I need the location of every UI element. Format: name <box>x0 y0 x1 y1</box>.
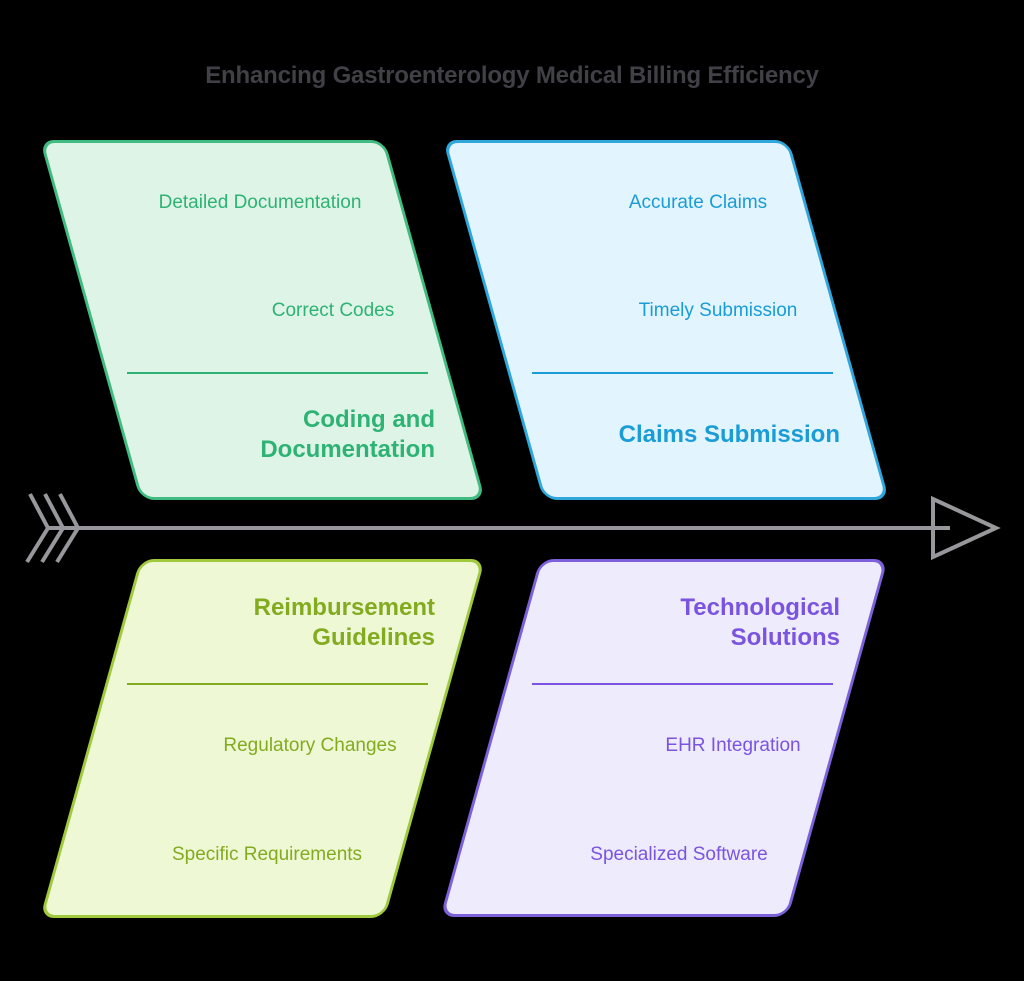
factor-label: Specialized Software <box>590 844 768 865</box>
panel-heading: Coding and Documentation <box>260 405 435 465</box>
panel-heading-line: Technological <box>680 594 840 621</box>
factor-label: Accurate Claims <box>628 192 768 213</box>
factor-label: Detailed Documentation <box>158 192 362 213</box>
factor-label: Specific Requirements <box>171 844 363 865</box>
panel-heading-line: Claims Submission <box>618 421 840 448</box>
panel-divider <box>532 372 833 374</box>
factor-label: EHR Integration <box>665 735 801 756</box>
factor-label: Regulatory Changes <box>223 735 397 756</box>
panel-heading-line: Solutions <box>730 624 840 651</box>
factor-label: Correct Codes <box>271 300 395 321</box>
panel-divider <box>127 372 428 374</box>
arrow-head <box>931 495 1001 561</box>
panel-heading-line: Guidelines <box>312 624 435 651</box>
panel-heading: Reimbursement Guidelines <box>254 593 435 653</box>
diagram-title: Enhancing Gastroenterology Medical Billi… <box>205 62 819 89</box>
panel-divider <box>532 683 833 685</box>
factor-label: Timely Submission <box>638 300 798 321</box>
panel-heading: Technological Solutions <box>680 593 840 653</box>
panel-divider <box>127 683 428 685</box>
panel-heading-line: Documentation <box>260 436 435 463</box>
panel-heading-line: Coding and <box>303 406 435 433</box>
arrow-fletching <box>25 493 81 564</box>
panel-heading: Claims Submission <box>619 420 840 450</box>
panel-heading-line: Reimbursement <box>253 594 435 621</box>
